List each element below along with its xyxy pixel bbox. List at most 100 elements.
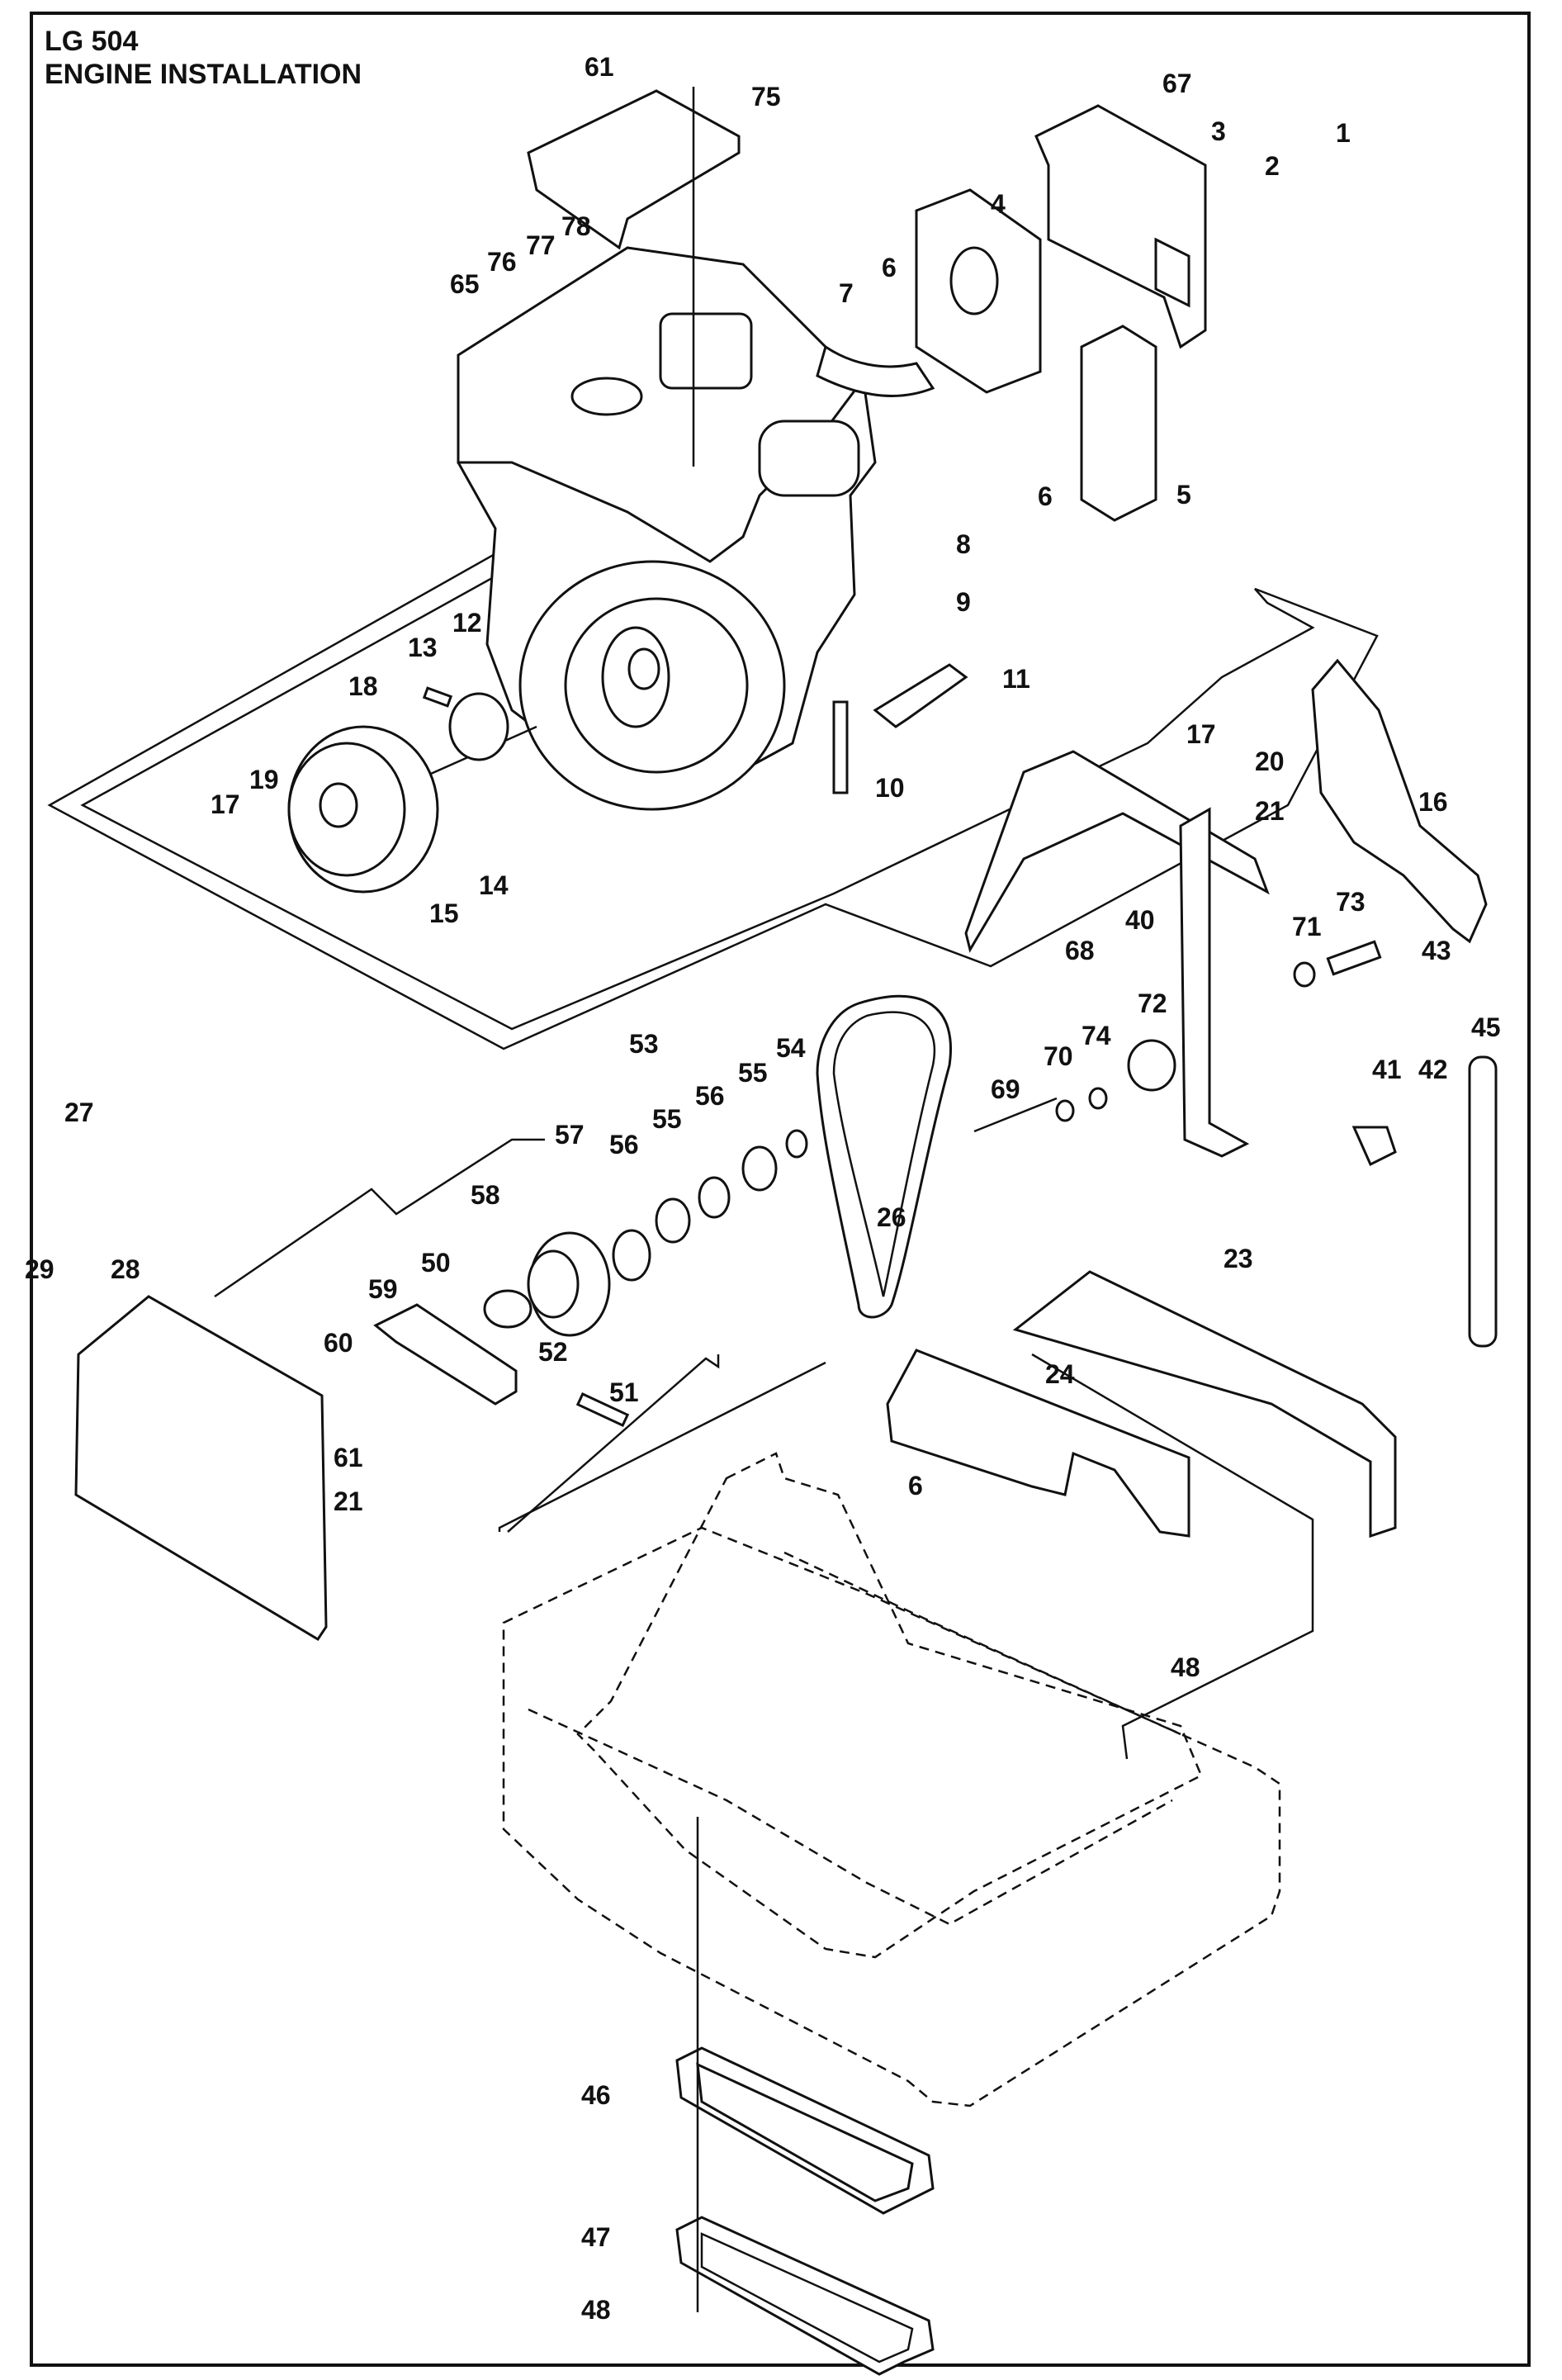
callout-c68: 68 <box>1065 936 1095 965</box>
callout-c11: 11 <box>1002 664 1030 694</box>
callout-c51: 51 <box>609 1377 639 1407</box>
drawing-frame <box>30 12 1531 2367</box>
top-bracket-part <box>527 89 741 250</box>
gasket-47-part <box>675 2216 935 2376</box>
callout-c29: 29 <box>25 1254 54 1284</box>
callout-c56b: 56 <box>609 1130 639 1159</box>
base-frame <box>502 1452 1281 2107</box>
callout-c76: 76 <box>487 247 517 277</box>
callout-c43: 43 <box>1422 936 1451 965</box>
callout-c61b: 61 <box>334 1443 363 1472</box>
callout-c60: 60 <box>324 1328 353 1358</box>
callout-c47: 47 <box>581 2222 611 2252</box>
callout-c19: 19 <box>249 765 279 794</box>
callout-c55a: 55 <box>738 1058 768 1088</box>
callout-c1: 1 <box>1336 118 1351 148</box>
callout-c8: 8 <box>956 529 971 559</box>
callout-c14: 14 <box>479 870 509 900</box>
callout-c15: 15 <box>429 898 459 928</box>
pin-10-part <box>832 700 849 794</box>
shaft-45-part <box>1468 1055 1498 1348</box>
callout-c46: 46 <box>581 2080 611 2110</box>
bolt-51-part <box>575 1391 630 1428</box>
callout-c9: 9 <box>956 587 971 617</box>
callout-c20: 20 <box>1255 747 1285 776</box>
hub-part <box>448 692 509 761</box>
engine-group-outline <box>47 533 1379 1050</box>
callout-c54: 54 <box>776 1033 806 1063</box>
callout-c48a: 48 <box>1171 1652 1200 1682</box>
callout-c78: 78 <box>561 211 591 241</box>
callout-c40: 40 <box>1125 905 1155 935</box>
callout-c21a: 21 <box>1255 796 1285 826</box>
callout-c7: 7 <box>839 278 854 308</box>
callout-c17b: 17 <box>1186 719 1216 749</box>
callout-c17a: 17 <box>211 789 240 819</box>
callout-c27: 27 <box>64 1098 94 1127</box>
callout-c65: 65 <box>450 269 480 299</box>
tensioner-roller-part <box>1127 1039 1176 1092</box>
bushing-71-part <box>1293 961 1316 988</box>
side-panel-part <box>74 1295 328 1642</box>
callout-c59: 59 <box>368 1274 398 1304</box>
idler-bracket-part <box>964 750 1270 953</box>
callout-c24: 24 <box>1045 1359 1075 1389</box>
callout-c72: 72 <box>1138 989 1167 1018</box>
callout-c28: 28 <box>111 1254 140 1284</box>
callout-c71: 71 <box>1292 912 1322 941</box>
side-plate-part <box>1080 325 1157 522</box>
frame-group-outline <box>1031 1353 1314 1760</box>
belt-group-outline <box>214 1138 545 1298</box>
callout-c53: 53 <box>629 1029 659 1059</box>
callout-c26: 26 <box>877 1202 906 1232</box>
v-belt-part <box>816 994 952 1319</box>
callout-c75: 75 <box>751 82 781 111</box>
idler-arm-part <box>1179 807 1250 1158</box>
counterweight-part <box>886 1349 1190 1538</box>
callout-c5: 5 <box>1176 480 1191 510</box>
callout-c10: 10 <box>875 773 905 803</box>
callout-c4: 4 <box>991 189 1006 219</box>
hose-part <box>816 344 935 397</box>
callout-c58: 58 <box>471 1180 500 1210</box>
callout-c50: 50 <box>421 1248 451 1278</box>
callout-c74: 74 <box>1082 1021 1111 1050</box>
title-block: LG 504 ENGINE INSTALLATION <box>45 25 362 91</box>
callout-c16: 16 <box>1418 787 1448 817</box>
bracket-11-part <box>873 663 968 728</box>
callout-c41: 41 <box>1372 1055 1402 1084</box>
callout-c61a: 61 <box>585 52 614 82</box>
belt-cover-part <box>1012 1270 1397 1538</box>
frame-link-outline <box>507 1354 720 1533</box>
pin-73-part <box>1326 940 1382 976</box>
callout-c6a: 6 <box>882 253 897 282</box>
frame-link-outline-2 <box>498 1361 826 1532</box>
fan-shroud-part <box>1311 658 1488 944</box>
callout-c2: 2 <box>1265 151 1280 181</box>
callout-c69: 69 <box>991 1074 1020 1104</box>
callout-c12: 12 <box>452 608 482 638</box>
clamp-41-part <box>1351 1126 1397 1167</box>
callout-c70: 70 <box>1044 1041 1073 1071</box>
callout-c21b: 21 <box>334 1486 363 1516</box>
section-title: ENGINE INSTALLATION <box>45 59 362 90</box>
callout-c73: 73 <box>1336 887 1366 917</box>
callout-c6c: 6 <box>908 1471 923 1501</box>
callout-c13: 13 <box>408 633 438 662</box>
rear-bracket-part <box>1034 104 1207 349</box>
key-part <box>422 686 453 708</box>
engine-assembly <box>387 246 877 811</box>
callout-c52: 52 <box>538 1337 568 1367</box>
callout-c56a: 56 <box>695 1081 725 1111</box>
callout-c48b: 48 <box>581 2295 611 2325</box>
slide-bracket-part <box>373 1303 518 1406</box>
callout-c45: 45 <box>1471 1012 1501 1042</box>
callout-c18: 18 <box>348 671 378 701</box>
callout-c6b: 6 <box>1038 481 1053 511</box>
callout-c42: 42 <box>1418 1055 1448 1084</box>
driven-pulley-stack <box>483 1129 808 1337</box>
callout-c55b: 55 <box>652 1104 682 1134</box>
callout-c57: 57 <box>555 1120 585 1150</box>
